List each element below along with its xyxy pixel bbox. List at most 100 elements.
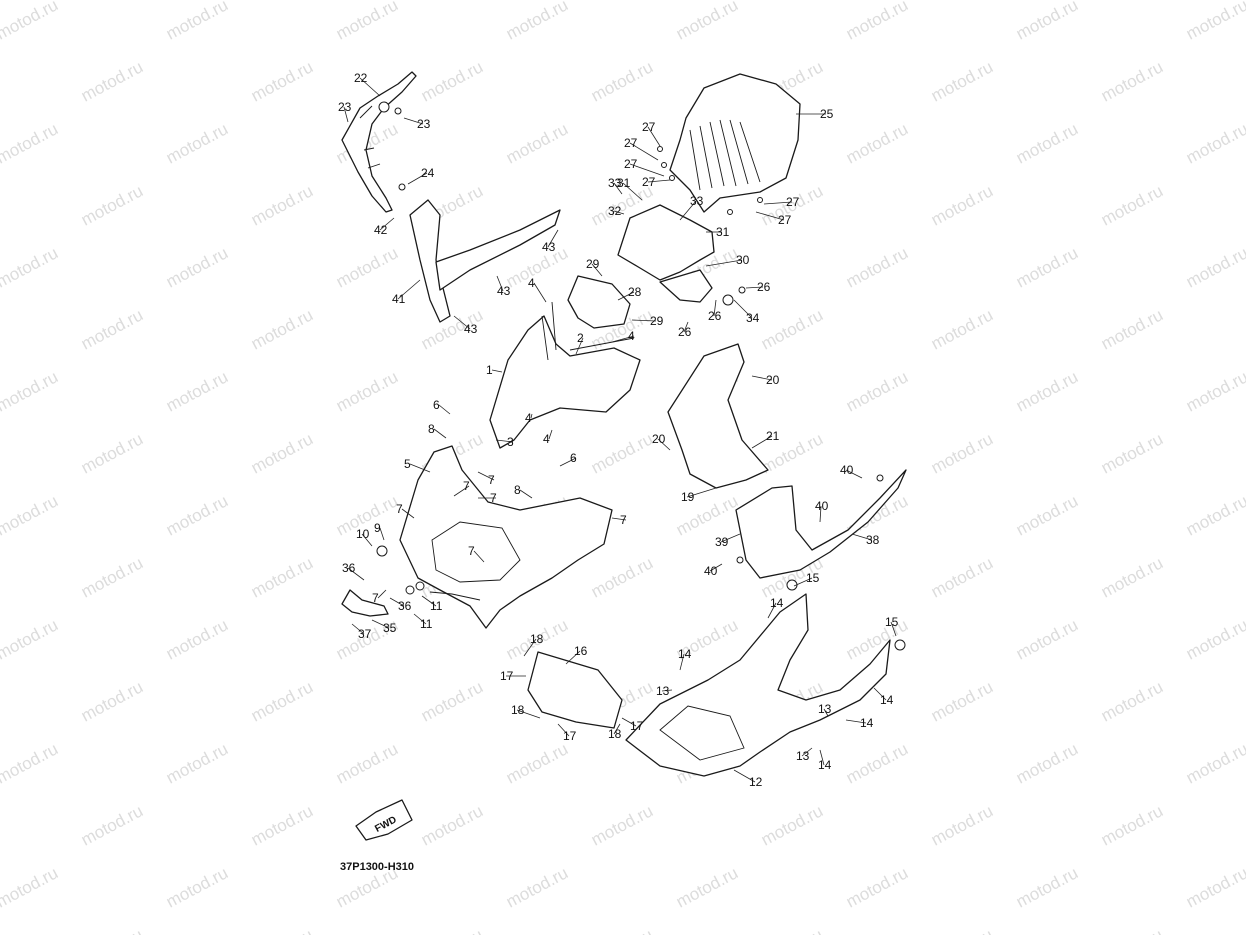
callout-c27f: 27 <box>778 213 792 227</box>
watermark-text: motod.ru <box>0 739 61 787</box>
watermark-text: motod.ru <box>588 57 656 105</box>
leader-line-c17b <box>621 717 637 727</box>
fwd-arrow: FWD <box>355 799 413 841</box>
callout-c9: 9 <box>374 521 381 535</box>
leader-line-c5 <box>409 463 431 473</box>
callout-c7a: 7 <box>488 473 495 487</box>
callout-c23a: 23 <box>338 100 352 114</box>
leader-line-c36a <box>347 567 365 581</box>
callout-c3: 3 <box>507 435 514 449</box>
watermark-text: motod.ru <box>1013 367 1081 415</box>
callout-c25: 25 <box>820 107 834 121</box>
callout-c35: 35 <box>383 621 397 635</box>
leader-line-c3 <box>495 439 514 443</box>
leader-line-c22 <box>359 77 381 97</box>
watermark-text: motod.ru <box>0 119 61 167</box>
leader-line-c4c <box>530 413 533 419</box>
watermark-text: motod.ru <box>163 367 231 415</box>
callout-c7d: 7 <box>396 502 403 516</box>
leader-line-c6b <box>559 457 577 467</box>
callout-c27c: 27 <box>624 157 638 171</box>
callout-c14d: 14 <box>860 716 874 730</box>
watermark-text: motod.ru <box>163 0 231 44</box>
watermark-text: motod.ru <box>1183 615 1246 663</box>
callout-c27b: 27 <box>624 136 638 150</box>
leader-line-c40c <box>709 563 723 572</box>
watermark-text: motod.ru <box>928 925 996 935</box>
callout-c14e: 14 <box>818 758 832 772</box>
leader-line-c15a <box>793 577 813 587</box>
callout-c4d: 4 <box>543 432 550 446</box>
leader-line-c7e <box>611 517 627 521</box>
callout-c15a: 15 <box>806 571 820 585</box>
watermark-text: motod.ru <box>418 677 486 725</box>
watermark-text: motod.ru <box>1098 801 1166 849</box>
watermark-text: motod.ru <box>248 677 316 725</box>
callout-c37: 37 <box>358 627 372 641</box>
callout-c33b: 33 <box>690 194 704 208</box>
leader-line-c32 <box>613 210 625 215</box>
part-28-inner-bracket <box>567 275 631 329</box>
leader-line-c40a <box>845 469 863 479</box>
watermark-text: motod.ru <box>1183 863 1246 911</box>
watermark-text: motod.ru <box>588 925 656 935</box>
watermark-text: motod.ru <box>78 57 146 105</box>
part-30-screen-bracket <box>617 204 715 303</box>
callout-c26c: 26 <box>678 325 692 339</box>
callout-c7c: 7 <box>463 479 470 493</box>
part-1-front-cover-upper <box>489 301 641 449</box>
watermark-text: motod.ru <box>333 367 401 415</box>
leader-line-c13a <box>661 689 673 692</box>
callout-c36b: 36 <box>398 599 412 613</box>
part-22-bracket <box>341 71 417 213</box>
watermark-text: motod.ru <box>843 0 911 44</box>
callout-c13c: 13 <box>796 749 810 763</box>
leader-line-c20b <box>657 438 671 451</box>
leader-line-c37 <box>351 623 365 635</box>
leader-line-c14e <box>819 749 825 766</box>
callout-c36a: 36 <box>342 561 356 575</box>
watermark-text: motod.ru <box>1013 739 1081 787</box>
part-25-windscreen <box>669 73 801 213</box>
callout-c7g: 7 <box>372 591 379 605</box>
watermark-text: motod.ru <box>1013 0 1081 44</box>
callout-c26b: 26 <box>708 309 722 323</box>
leader-line-c11a <box>421 595 437 607</box>
callout-c21: 21 <box>766 429 780 443</box>
callout-labels: 2223232442434343412527272727272733333131… <box>338 71 899 789</box>
callout-c7e: 7 <box>620 513 627 527</box>
watermark-text: motod.ru <box>333 243 401 291</box>
callout-c6a: 6 <box>433 398 440 412</box>
leader-line-c21 <box>751 435 773 449</box>
part-41-side-strip <box>409 199 561 323</box>
leader-line-c11b <box>413 613 427 625</box>
leader-line-c23a <box>343 106 349 123</box>
watermark-text: motod.ru <box>588 429 656 477</box>
fasteners <box>376 101 906 651</box>
watermark-text: motod.ru <box>1013 491 1081 539</box>
callout-c18b: 18 <box>511 703 525 717</box>
leader-line-c26a <box>745 286 764 289</box>
callout-c15b: 15 <box>885 615 899 629</box>
watermark-text: motod.ru <box>0 491 61 539</box>
callout-c38: 38 <box>866 533 880 547</box>
leader-line-c27c <box>629 163 665 177</box>
watermark-text: motod.ru <box>248 305 316 353</box>
watermark-text: motod.ru <box>503 119 571 167</box>
callout-c12: 12 <box>749 775 763 789</box>
callout-c17c: 17 <box>563 729 577 743</box>
callout-c13a: 13 <box>656 684 670 698</box>
leader-line-c23b <box>403 117 424 125</box>
callout-c27d: 27 <box>642 175 656 189</box>
callout-c5: 5 <box>404 457 411 471</box>
leader-line-c2 <box>575 337 584 355</box>
callout-c20a: 20 <box>766 373 780 387</box>
leader-line-c34 <box>733 299 753 319</box>
part-12-floor-panel <box>625 593 891 777</box>
leader-line-c13b <box>823 708 829 717</box>
callout-c19: 19 <box>681 490 695 504</box>
callout-c27e: 27 <box>786 195 800 209</box>
leader-line-c14c <box>873 687 887 701</box>
callout-c4b: 4 <box>628 329 635 343</box>
leader-line-c20a <box>751 375 773 381</box>
